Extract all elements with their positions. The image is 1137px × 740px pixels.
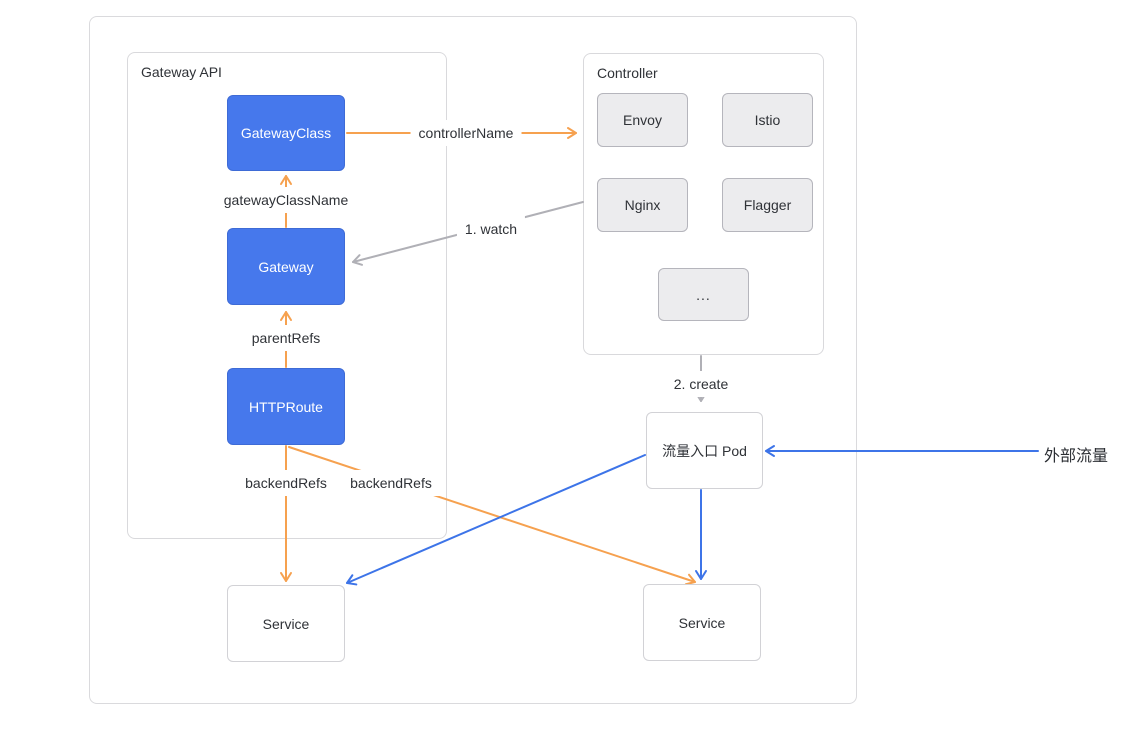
external-traffic-label: 外部流量 [1044,440,1109,468]
edge-label-parentrefs: parentRefs [243,325,329,351]
node-ingress-pod: 流量入口 Pod [646,412,763,489]
node-nginx: Nginx [597,178,688,232]
node-flagger: Flagger [722,178,813,232]
node-gatewayclass: GatewayClass [227,95,345,171]
edge-label-watch: 1. watch [456,216,526,242]
controller-group-title: Controller [597,65,658,81]
edge-label-backendrefs-left: backendRefs [237,470,335,496]
edge-label-backendrefs-right: backendRefs [342,470,440,496]
edge-label-gatewayclassname: gatewayClassName [215,187,357,213]
node-envoy: Envoy [597,93,688,147]
node-gateway: Gateway [227,228,345,305]
node-more-controllers: ... [658,268,749,321]
edge-label-controllername: controllerName [410,120,522,146]
edge-label-create: 2. create [665,371,737,397]
node-httproute: HTTPRoute [227,368,345,445]
node-service-right: Service [643,584,761,661]
node-istio: Istio [722,93,813,147]
node-service-left: Service [227,585,345,662]
gateway-api-group-title: Gateway API [141,64,222,80]
